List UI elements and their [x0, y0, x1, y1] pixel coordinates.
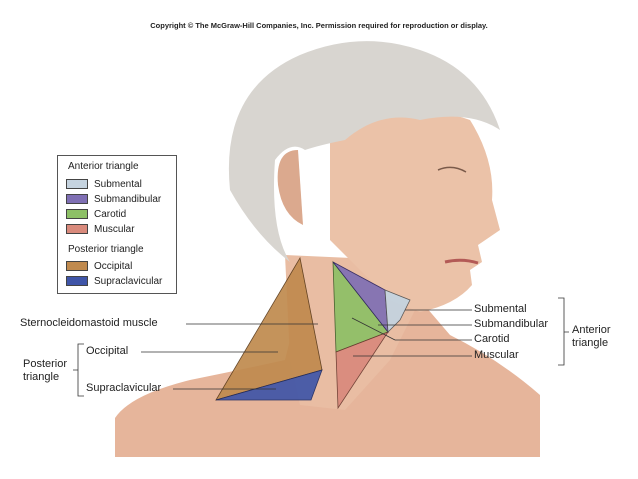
legend-posterior-title: Posterior triangle: [68, 244, 144, 255]
label-anterior-triangle-line1: Anterior: [572, 324, 611, 336]
label-submental: Submental: [474, 303, 527, 315]
supraclavicular-swatch: [66, 276, 88, 286]
label-supraclavicular: Supraclavicular: [86, 382, 162, 394]
legend-label: Submandibular: [94, 193, 162, 205]
eye: [437, 166, 467, 173]
legend-label: Submental: [94, 178, 142, 190]
posterior-bracket: [73, 343, 84, 397]
legend-item-carotid: Carotid: [66, 208, 126, 220]
legend-label: Supraclavicular: [94, 275, 163, 287]
lips: [444, 258, 479, 265]
legend-item-supraclavicular: Supraclavicular: [66, 275, 162, 287]
label-carotid: Carotid: [474, 333, 510, 345]
legend-label: Muscular: [94, 223, 135, 235]
anterior-bracket: [558, 297, 569, 366]
legend-item-submandibular: Submandibular: [66, 193, 161, 205]
label-posterior-triangle-line1: Posterior: [23, 358, 68, 370]
submental-swatch: [66, 179, 88, 189]
hair: [228, 41, 500, 262]
occipital-swatch: [66, 261, 88, 271]
label-posterior-triangle-line2: triangle: [23, 371, 60, 383]
label-muscular: Muscular: [474, 349, 519, 361]
label-sternocleidomastoid: Sternocleidomastoid muscle: [20, 317, 158, 329]
legend: Anterior triangle Submental Submandibula…: [57, 155, 177, 294]
legend-item-muscular: Muscular: [66, 223, 135, 235]
submental-triangle: [384, 289, 411, 333]
legend-item-submental: Submental: [66, 178, 142, 190]
submandibular-swatch: [66, 194, 88, 204]
muscular-triangle: [335, 331, 390, 410]
legend-label: Carotid: [94, 208, 127, 220]
muscular-swatch: [66, 224, 88, 234]
legend-label: Occipital: [94, 260, 133, 272]
ear: [277, 150, 303, 225]
label-submandibular: Submandibular: [474, 318, 548, 330]
copyright-notice: Copyright © The McGraw-Hill Companies, I…: [150, 21, 488, 30]
carotid-leader-line-a: [351, 317, 396, 341]
label-occipital: Occipital: [86, 345, 129, 357]
legend-item-occipital: Occipital: [66, 260, 132, 272]
legend-anterior-title: Anterior triangle: [68, 161, 139, 172]
supraclavicular-triangle: [215, 369, 323, 401]
label-anterior-triangle-line2: triangle: [572, 337, 609, 349]
carotid-swatch: [66, 209, 88, 219]
